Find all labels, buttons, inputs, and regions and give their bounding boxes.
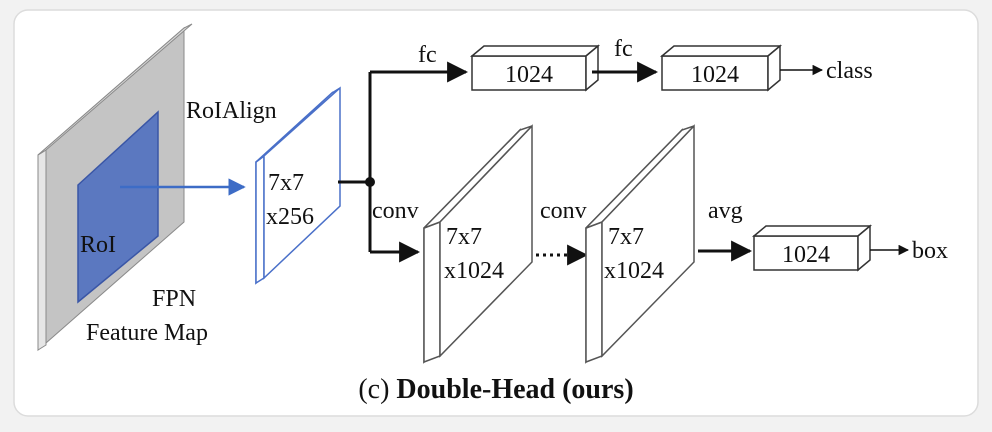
avg-label: avg xyxy=(708,198,743,224)
fc-label-1: fc xyxy=(418,42,437,68)
conv-block-2 xyxy=(585,124,695,364)
box-branch-box-label: 1024 xyxy=(782,242,830,268)
caption-prefix: (c) xyxy=(358,374,396,405)
fc-box-2 xyxy=(659,44,783,92)
roialign-label: RoIAlign xyxy=(186,98,277,124)
roi-region xyxy=(77,110,159,304)
conv-label-1: conv xyxy=(372,198,419,224)
fc-label-2: fc xyxy=(614,36,633,62)
split-node xyxy=(365,177,375,187)
figure-caption: (c) Double-Head (ours) xyxy=(358,374,633,405)
conv-block-2-dim-line2: x1024 xyxy=(604,258,664,284)
conv-block-1-dim-line1: 7x7 xyxy=(446,224,482,250)
conv-block-2-dim-line1: 7x7 xyxy=(608,224,644,250)
roialign-dim-line2: x256 xyxy=(266,204,314,230)
class-output-label: class xyxy=(826,58,873,84)
box-output-label: box xyxy=(912,238,948,264)
conv-block-1-dim-line2: x1024 xyxy=(444,258,504,284)
roialign-block xyxy=(255,86,341,285)
roialign-dim-line1: 7x7 xyxy=(268,170,304,196)
conv-label-2: conv xyxy=(540,198,587,224)
fc-box-2-label: 1024 xyxy=(691,62,739,88)
fc-box-1 xyxy=(469,44,601,92)
roi-label: RoI xyxy=(80,232,116,258)
box-branch-box xyxy=(751,224,873,272)
conv-block-1 xyxy=(423,124,533,364)
fc-box-1-label: 1024 xyxy=(505,62,553,88)
feature-map-label-line1: FPN xyxy=(152,286,196,312)
caption-title: Double-Head (ours) xyxy=(396,374,633,405)
split-connector xyxy=(338,72,372,252)
feature-map-label-line2: Feature Map xyxy=(86,320,208,346)
